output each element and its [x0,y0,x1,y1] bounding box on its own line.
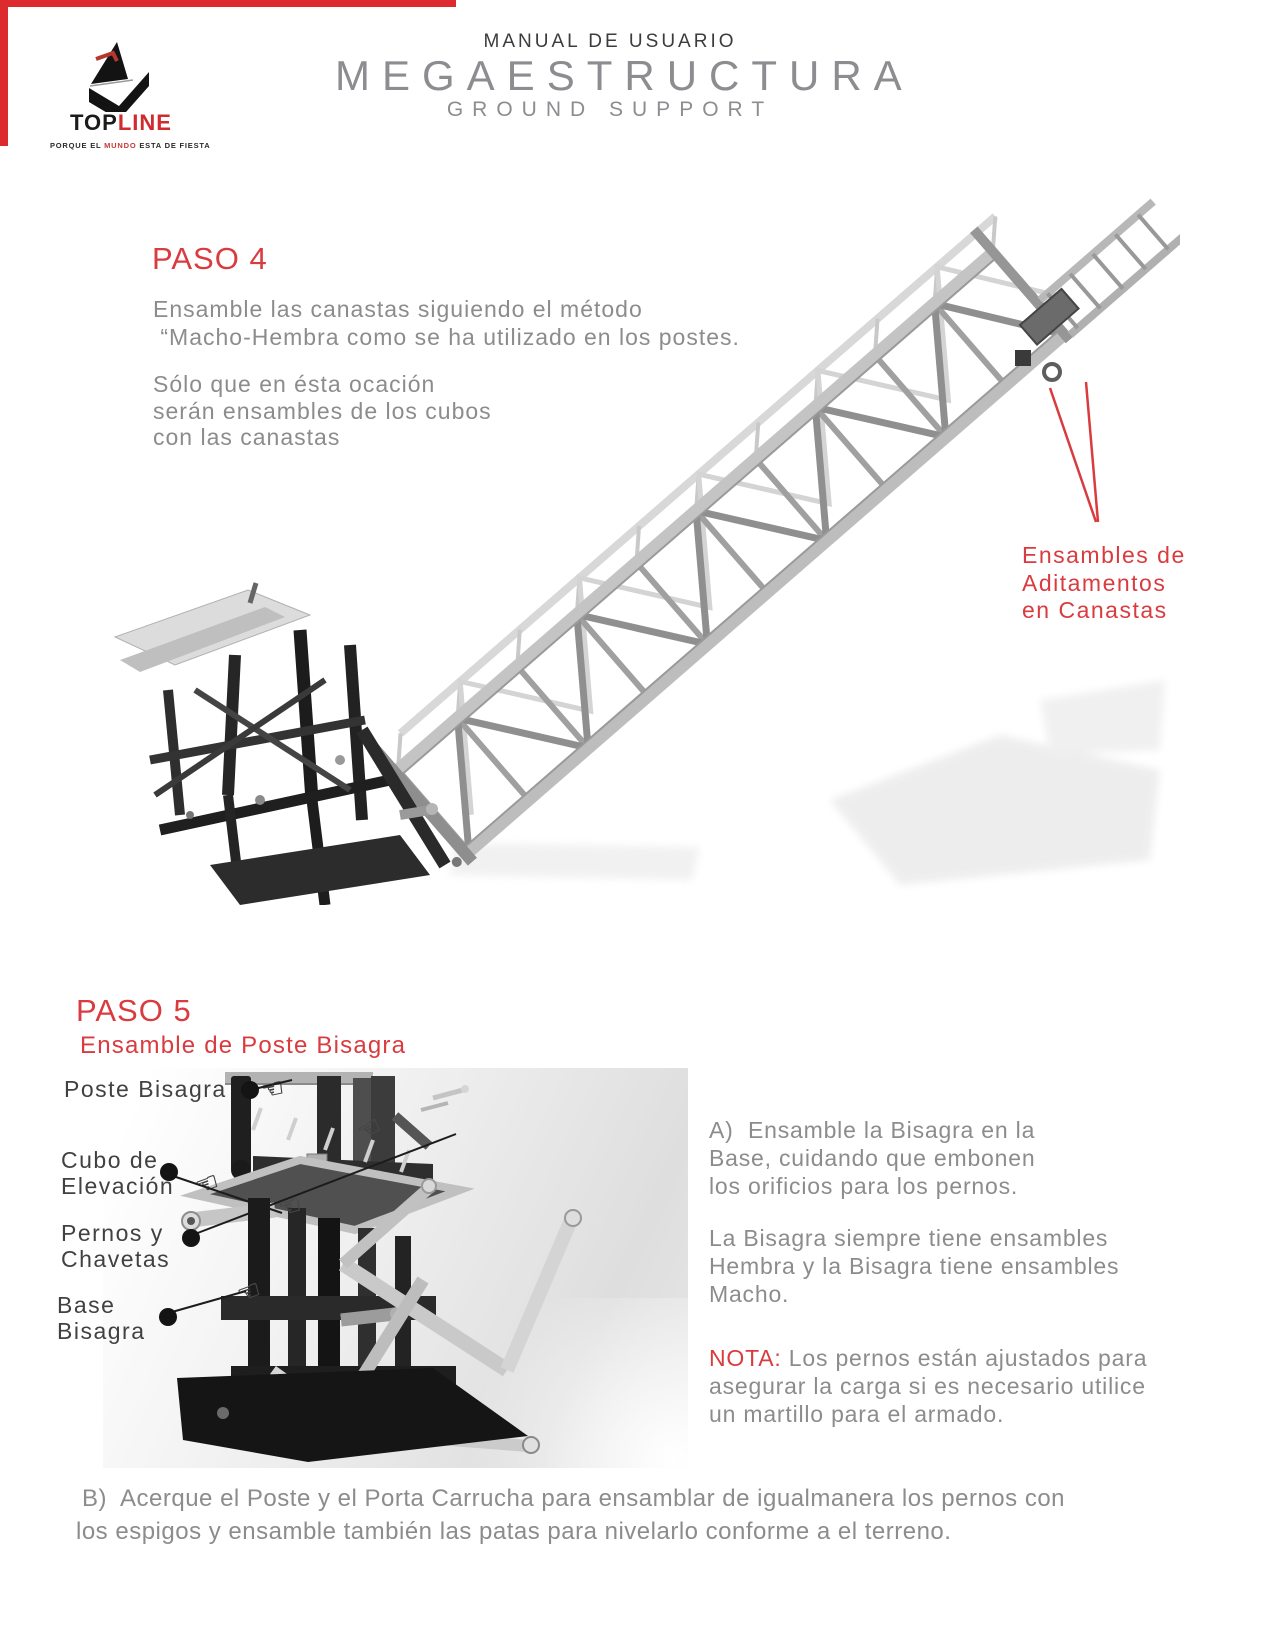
paragraph-line: Sólo que en ésta ocación [153,371,436,397]
paso5-block-b: B) Acerque el Poste y el Porta Carrucha … [76,1485,1066,1545]
brand-line: LINE [117,110,172,135]
red-callout-lines [1048,381,1100,523]
topline-logo-icon [83,42,153,112]
paso4-heading: PASO 4 [152,241,268,276]
canasta-adapters [1015,198,1180,382]
nota-line: NOTA: Los pernos están ajustados para [709,1345,1148,1371]
paso4-paragraph-1: Ensamble las canastas siguiendo el métod… [153,296,740,351]
paso4-paragraph-2: Sólo que en ésta ocación serán ensambles… [153,371,492,451]
paso5-heading: PASO 5 [76,993,192,1028]
paso5-block-a: A) Ensamble la Bisagra en la Base, cuida… [709,1117,1036,1199]
post-top-render [113,582,451,905]
page-title: MEGAESTRUCTURA [335,52,914,99]
label-poste-bisagra: Poste Bisagra [64,1076,227,1102]
nota-block: NOTA: Los pernos están ajustados para as… [709,1345,1148,1427]
red-crop-mark-top [0,0,456,7]
brand-wordmark: TOPLINE [70,110,172,136]
label-pernos-chavetas: Pernos y Chavetas [61,1220,171,1272]
callout-line: Ensambles de [1022,542,1186,568]
canasta-callout-label: Ensambles de Aditamentos en Canastas [1022,542,1186,625]
brand-top: TOP [70,110,118,135]
label-cubo-elevacion: Cubo de Elevación [61,1147,175,1199]
hinge-post-render: ☜ ☜ ☜ ☜ ☜ [103,1068,688,1468]
paragraph-line: Ensamble las canastas siguiendo el métod… [153,296,643,322]
ghost-structures [450,680,1165,885]
document-header: MANUAL DE USUARIO MEGAESTRUCTURA GROUND … [335,30,914,122]
label-base-bisagra: Base Bisagra [57,1292,146,1344]
callout-line: en Canastas [1022,597,1168,623]
brand-tagline: PORQUE EL MUNDO ESTA DE FIESTA [50,141,211,150]
hinge-structure: ☜ ☜ ☜ ☜ ☜ [177,1072,582,1462]
red-crop-mark-left [0,0,8,146]
paso5-block-a2: La Bisagra siempre tiene ensambles Hembr… [709,1225,1120,1307]
paragraph-line: serán ensambles de los cubos [153,397,492,424]
callout-line: Aditamentos [1022,569,1167,596]
nota-label: NOTA: [709,1345,782,1371]
paragraph-line: con las canastas [153,424,341,450]
truss-render [100,175,1180,905]
paragraph-line: “Macho-Hembra como se ha utilizado en lo… [153,323,740,350]
paso5-subheading: Ensamble de Poste Bisagra [80,1032,407,1059]
page-subtitle: GROUND SUPPORT [446,98,774,121]
header-eyebrow: MANUAL DE USUARIO [483,31,737,52]
